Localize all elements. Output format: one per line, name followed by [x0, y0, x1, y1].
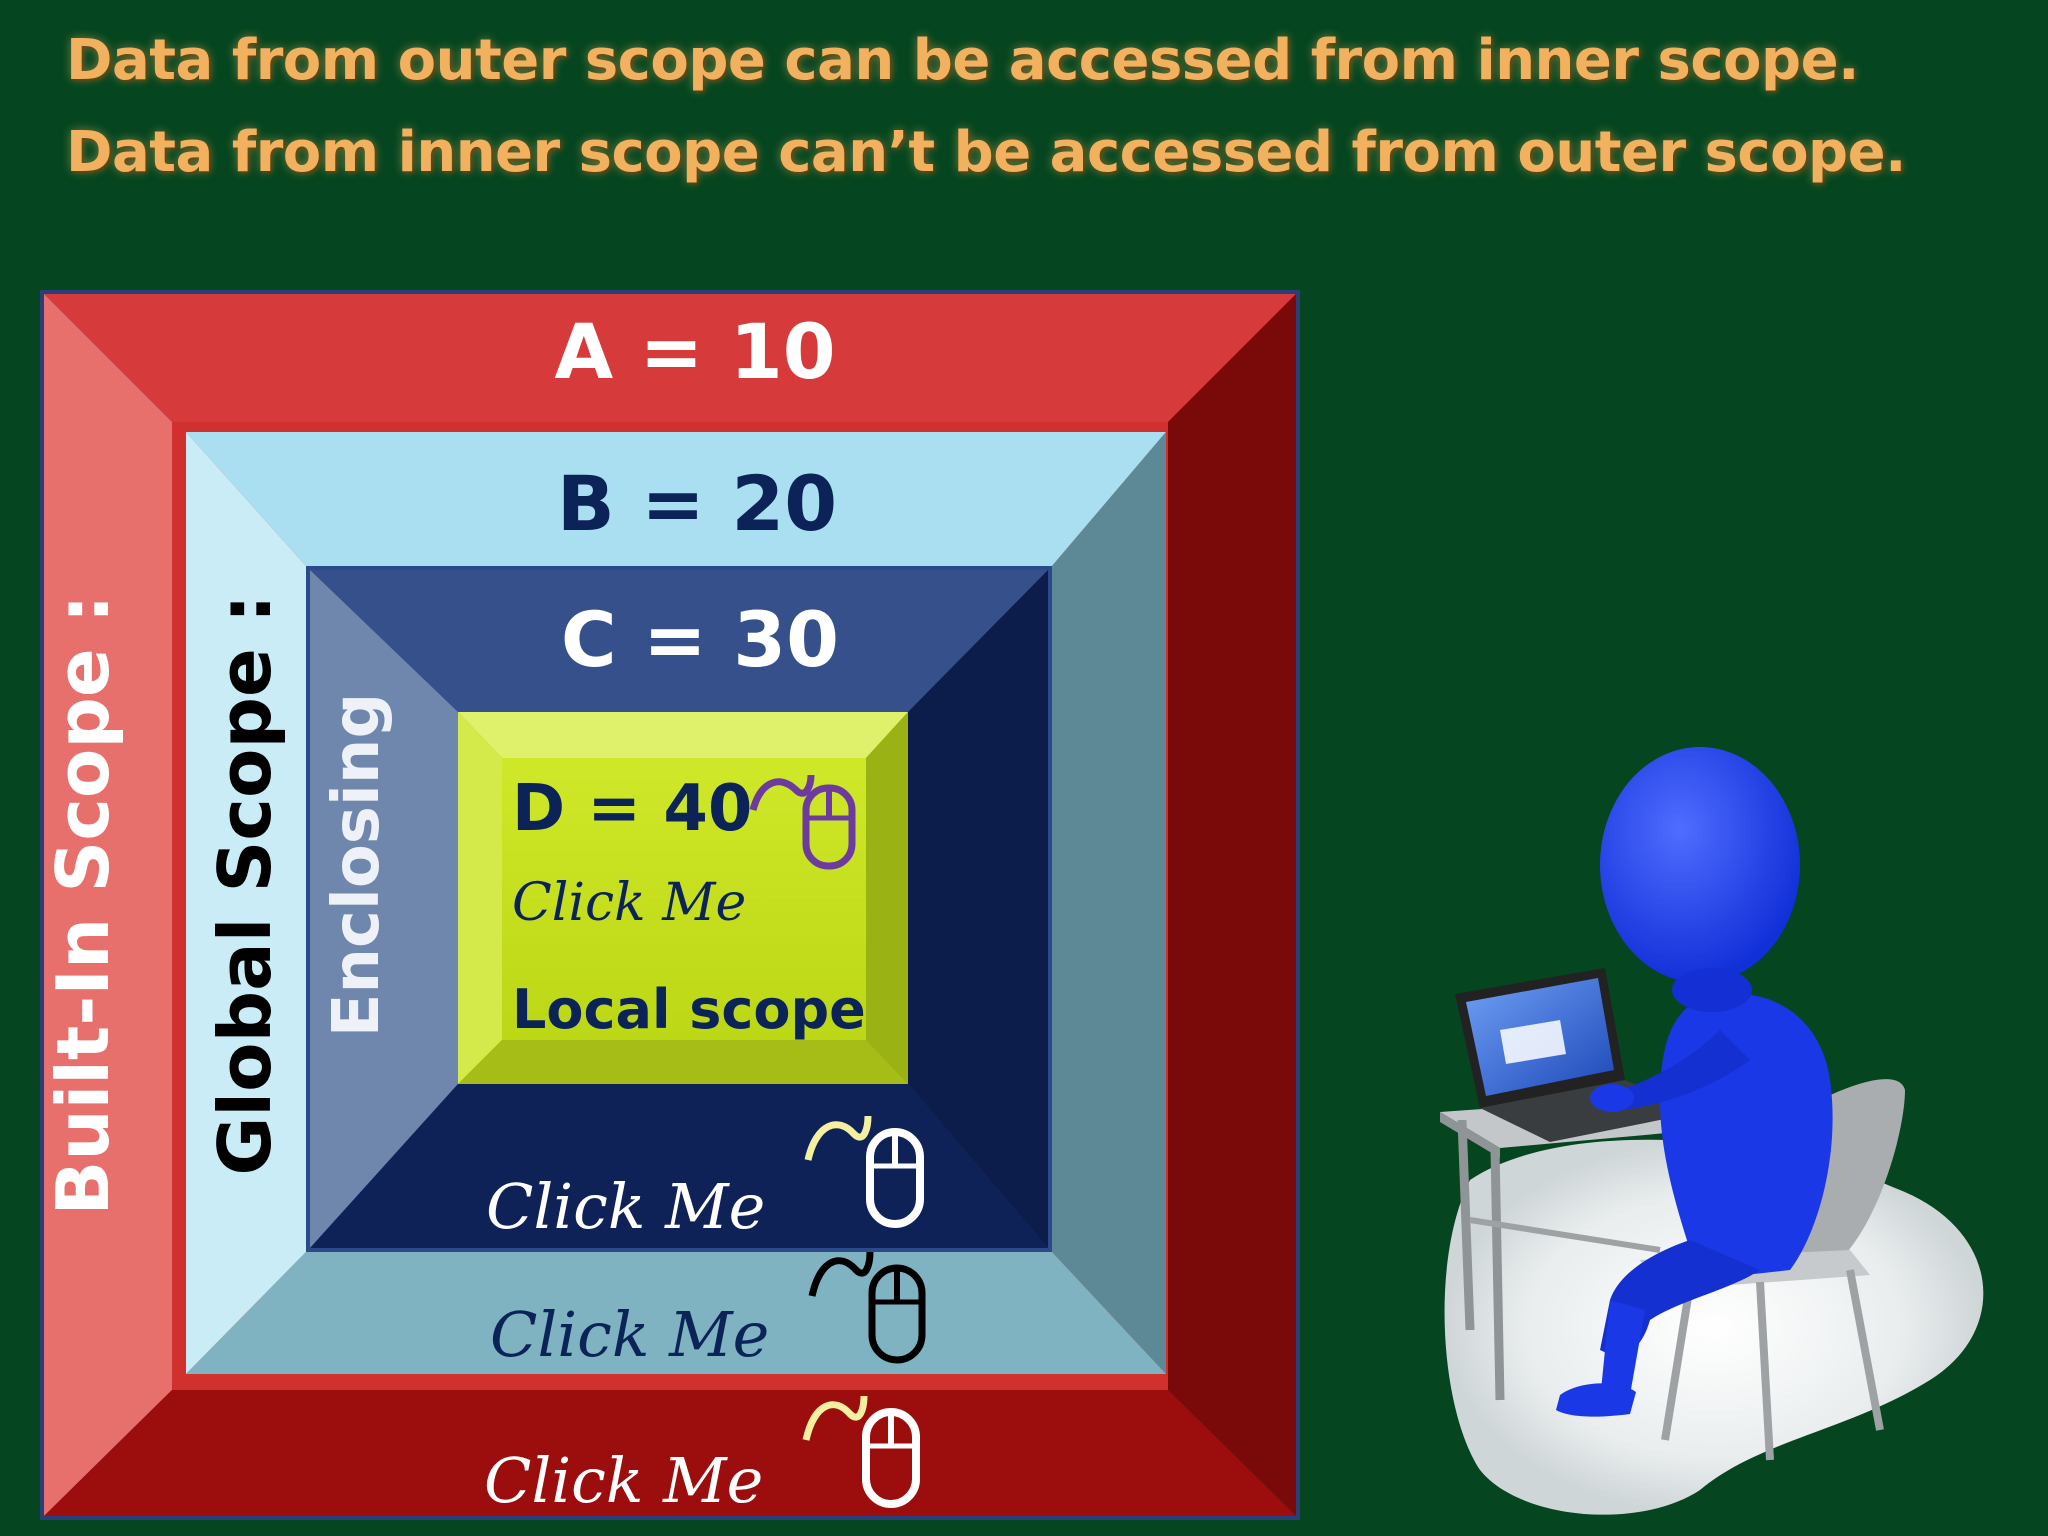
click-me-local-button[interactable]: Click Me — [512, 873, 746, 933]
value-d: D = 40 — [512, 772, 752, 846]
click-me-builtin-label: Click Me — [484, 1444, 763, 1517]
builtin-scope-right-bevel — [1168, 294, 1296, 1516]
click-me-builtin-button[interactable]: Click Me — [484, 1444, 763, 1517]
click-me-local-label: Click Me — [512, 873, 746, 933]
local-scope-left-bevel — [458, 712, 502, 1084]
desk-leg — [1495, 1150, 1500, 1400]
local-scope-bottom-bevel — [458, 1040, 908, 1084]
global-scope-right-bevel — [1052, 432, 1166, 1374]
local-scope-right-bevel — [866, 712, 908, 1084]
figure-hand — [1590, 1084, 1634, 1112]
figure-neck — [1672, 968, 1752, 1012]
click-me-global-label: Click Me — [490, 1298, 769, 1371]
enclosing-scope-label: Enclosing — [320, 693, 394, 1038]
local-scope-top-bevel — [458, 712, 908, 758]
value-c: C = 30 — [561, 595, 839, 684]
global-scope-label: Global Scope : — [203, 594, 287, 1175]
click-me-enclosing-button[interactable]: Click Me — [486, 1170, 765, 1243]
value-b: B = 20 — [557, 459, 837, 548]
builtin-scope-label: Built-In Scope : — [41, 594, 125, 1215]
local-scope-label: Local scope — [512, 978, 866, 1041]
click-me-enclosing-label: Click Me — [486, 1170, 765, 1243]
person-at-laptop-illustration — [1440, 747, 1983, 1515]
figure-head — [1600, 747, 1800, 983]
value-a: A = 10 — [554, 307, 835, 396]
click-me-global-button[interactable]: Click Me — [490, 1298, 769, 1371]
